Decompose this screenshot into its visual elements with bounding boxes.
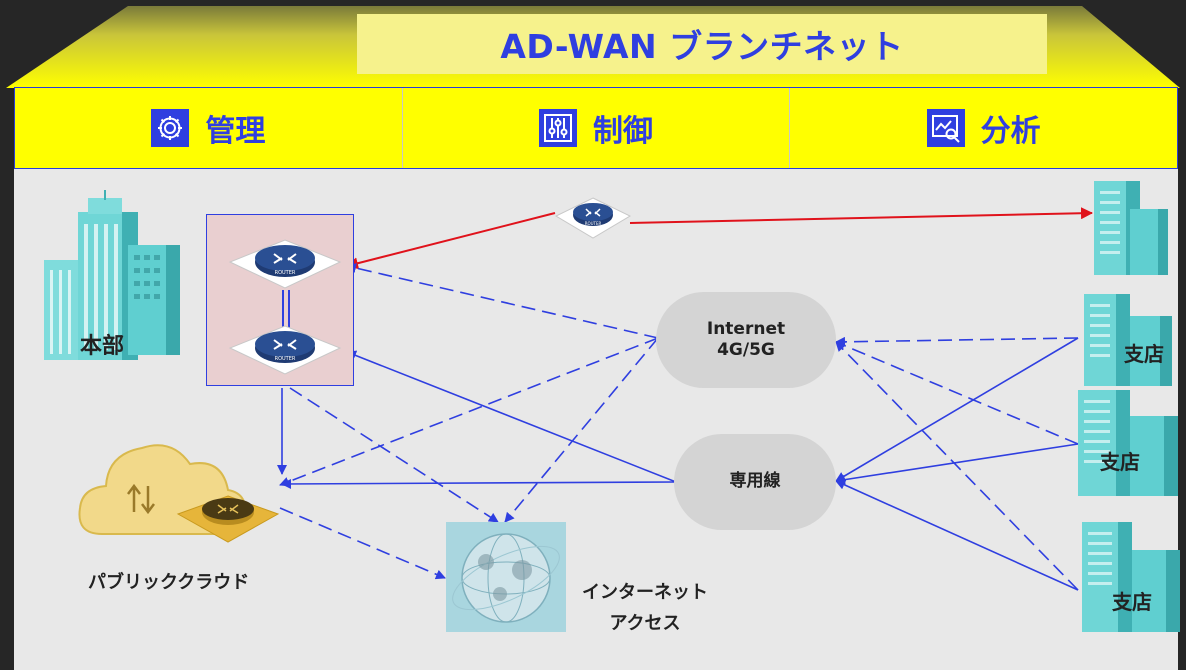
control-links [346, 207, 1093, 270]
band-label-management: 管理 [205, 114, 266, 149]
internet-cloud-line2: 4G/5G [717, 340, 775, 360]
dedicated-line-cloud: 専用線 [674, 434, 836, 530]
hq-building-icon [44, 190, 180, 360]
router-text: ROUTER [275, 356, 296, 362]
branch-building-icon [1082, 522, 1180, 632]
gear-icon [151, 109, 190, 147]
router-text: ROUTER [275, 270, 296, 276]
sliders-icon [539, 109, 577, 147]
internet-cloud-line1: Internet [706, 318, 786, 339]
router-icon: ROUTER [228, 325, 342, 375]
band-analysis: 分析 [790, 88, 1177, 168]
public-cloud-label: パブリッククラウド [88, 572, 250, 593]
chart-magnifier-icon [926, 109, 965, 147]
internet-access-line2: アクセス [609, 612, 681, 634]
branch-label-3: 支店 [1112, 590, 1152, 614]
branch-building-icon [1078, 390, 1178, 496]
branch-label-1: 支店 [1124, 342, 1164, 366]
hq-router-link [282, 290, 290, 330]
controller-router-icon: ROUTER [554, 197, 632, 239]
diagram-title-box: AD-WAN ブランチネット [357, 14, 1047, 74]
internet-4g5g-cloud: Internet 4G/5G [656, 292, 836, 388]
branch-label-2: 支店 [1100, 450, 1140, 474]
internet-access-line1: インターネット [582, 582, 708, 603]
internet-access-label: インターネット アクセス [582, 578, 708, 639]
solid-links [277, 337, 1079, 591]
globe-icon [446, 522, 566, 632]
branch-building-icon [1084, 294, 1172, 386]
dedicated-line-label: 専用線 [729, 471, 781, 492]
public-cloud-icon [78, 444, 280, 543]
diagram-title: AD-WAN ブランチネット [500, 27, 904, 66]
branch-building-icon [1094, 181, 1168, 275]
function-band: 管理 制御 [14, 87, 1178, 169]
band-management: 管理 [15, 88, 403, 168]
dashed-links [279, 263, 1079, 591]
band-label-control: 制御 [593, 114, 653, 149]
router-text: ROUTER [585, 221, 602, 226]
hq-label: 本部 [80, 334, 125, 359]
band-label-analysis: 分析 [980, 114, 1041, 149]
router-icon: ROUTER [228, 239, 342, 289]
band-control: 制御 [403, 88, 791, 168]
